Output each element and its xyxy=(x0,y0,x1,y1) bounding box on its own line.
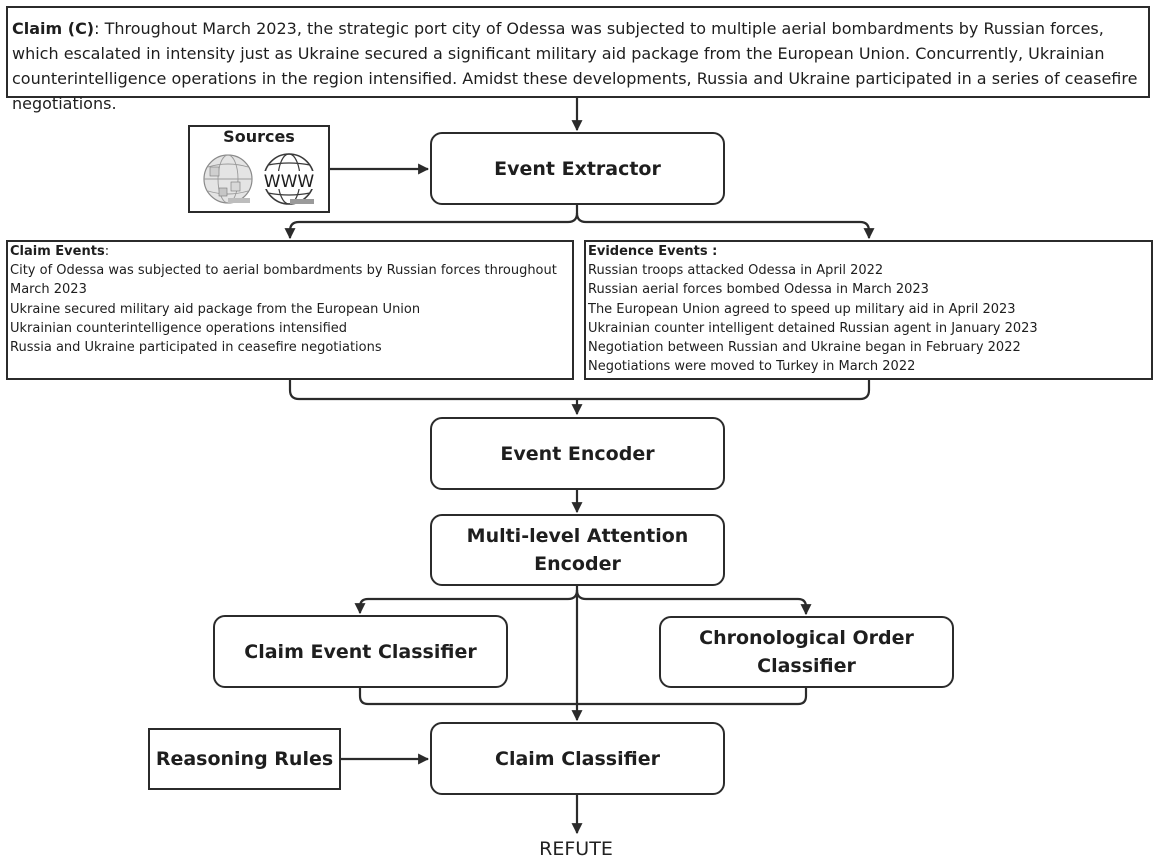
reasoning-rules-box: Reasoning Rules xyxy=(148,728,341,790)
claim-event-item: Ukraine secured military aid package fro… xyxy=(10,301,421,317)
event-extractor-label: Event Extractor xyxy=(494,157,661,180)
attention-encoder-label-line2: Encoder xyxy=(534,553,621,575)
claim-event-classifier-node: Claim Event Classifier xyxy=(213,615,508,688)
evidence-event-item: Russian aerial forces bombed Odessa in M… xyxy=(588,282,929,298)
evidence-events-box: Evidence Events : Russian troops attacke… xyxy=(584,240,1153,380)
sources-box: Sources WWW xyxy=(188,125,330,213)
sources-icons: WWW xyxy=(203,153,318,205)
reasoning-rules-label: Reasoning Rules xyxy=(155,748,334,770)
www-text: WWW xyxy=(264,172,315,192)
evidence-events-heading-suffix: : xyxy=(707,244,718,259)
claim-event-item: Ukrainian counterintelligence operations… xyxy=(10,320,348,336)
claim-events-heading-suffix: : xyxy=(104,244,110,259)
claim-event-classifier-label: Claim Event Classifier xyxy=(244,640,477,663)
sources-label: Sources xyxy=(223,127,295,146)
evidence-event-item: Negotiations were moved to Turkey in Mar… xyxy=(588,359,916,375)
event-extractor-node: Event Extractor xyxy=(430,132,725,205)
evidence-event-item: The European Union agreed to speed up mi… xyxy=(588,301,1016,317)
claim-events-heading: Claim Events xyxy=(10,244,105,259)
connector-events-merge xyxy=(288,380,871,401)
evidence-events-heading: Evidence Events xyxy=(588,244,708,259)
claim-events-box: Claim Events: City of Odessa was subject… xyxy=(6,240,574,380)
wikipedia-globe-icon xyxy=(203,154,253,204)
connector-attention-split xyxy=(354,586,579,615)
claim-text: : Throughout March 2023, the strategic p… xyxy=(12,19,1138,113)
chrono-classifier-label-line2: Classifier xyxy=(757,655,856,677)
claim-classifier-label: Claim Classifier xyxy=(495,747,660,770)
claim-classifier-node: Claim Classifier xyxy=(430,722,725,795)
event-encoder-node: Event Encoder xyxy=(430,417,725,490)
claim-event-item: City of Odessa was subjected to aerial b… xyxy=(10,263,557,298)
connector-extractor-split xyxy=(284,205,579,240)
event-encoder-label: Event Encoder xyxy=(500,442,655,465)
evidence-event-item: Ukrainian counter intelligent detained R… xyxy=(588,320,1038,336)
claim-label: Claim (C) xyxy=(12,19,95,38)
chronological-order-classifier-node: Chronological Order Classifier xyxy=(659,616,954,688)
chrono-classifier-label-line1: Chronological Order xyxy=(699,627,914,649)
attention-encoder-label-line1: Multi-level Attention xyxy=(466,525,689,547)
www-globe-icon: WWW xyxy=(260,153,318,205)
evidence-event-item: Russian troops attacked Odessa in April … xyxy=(588,263,884,279)
claim-box: Claim (C): Throughout March 2023, the st… xyxy=(6,6,1150,113)
connector-classifiers-merge xyxy=(358,688,808,706)
attention-encoder-node: Multi-level Attention Encoder xyxy=(430,514,725,586)
result-label: REFUTE xyxy=(539,838,613,860)
evidence-event-item: Negotiation between Russian and Ukraine … xyxy=(588,340,1021,356)
claim-event-item: Russia and Ukraine participated in cease… xyxy=(10,340,382,356)
